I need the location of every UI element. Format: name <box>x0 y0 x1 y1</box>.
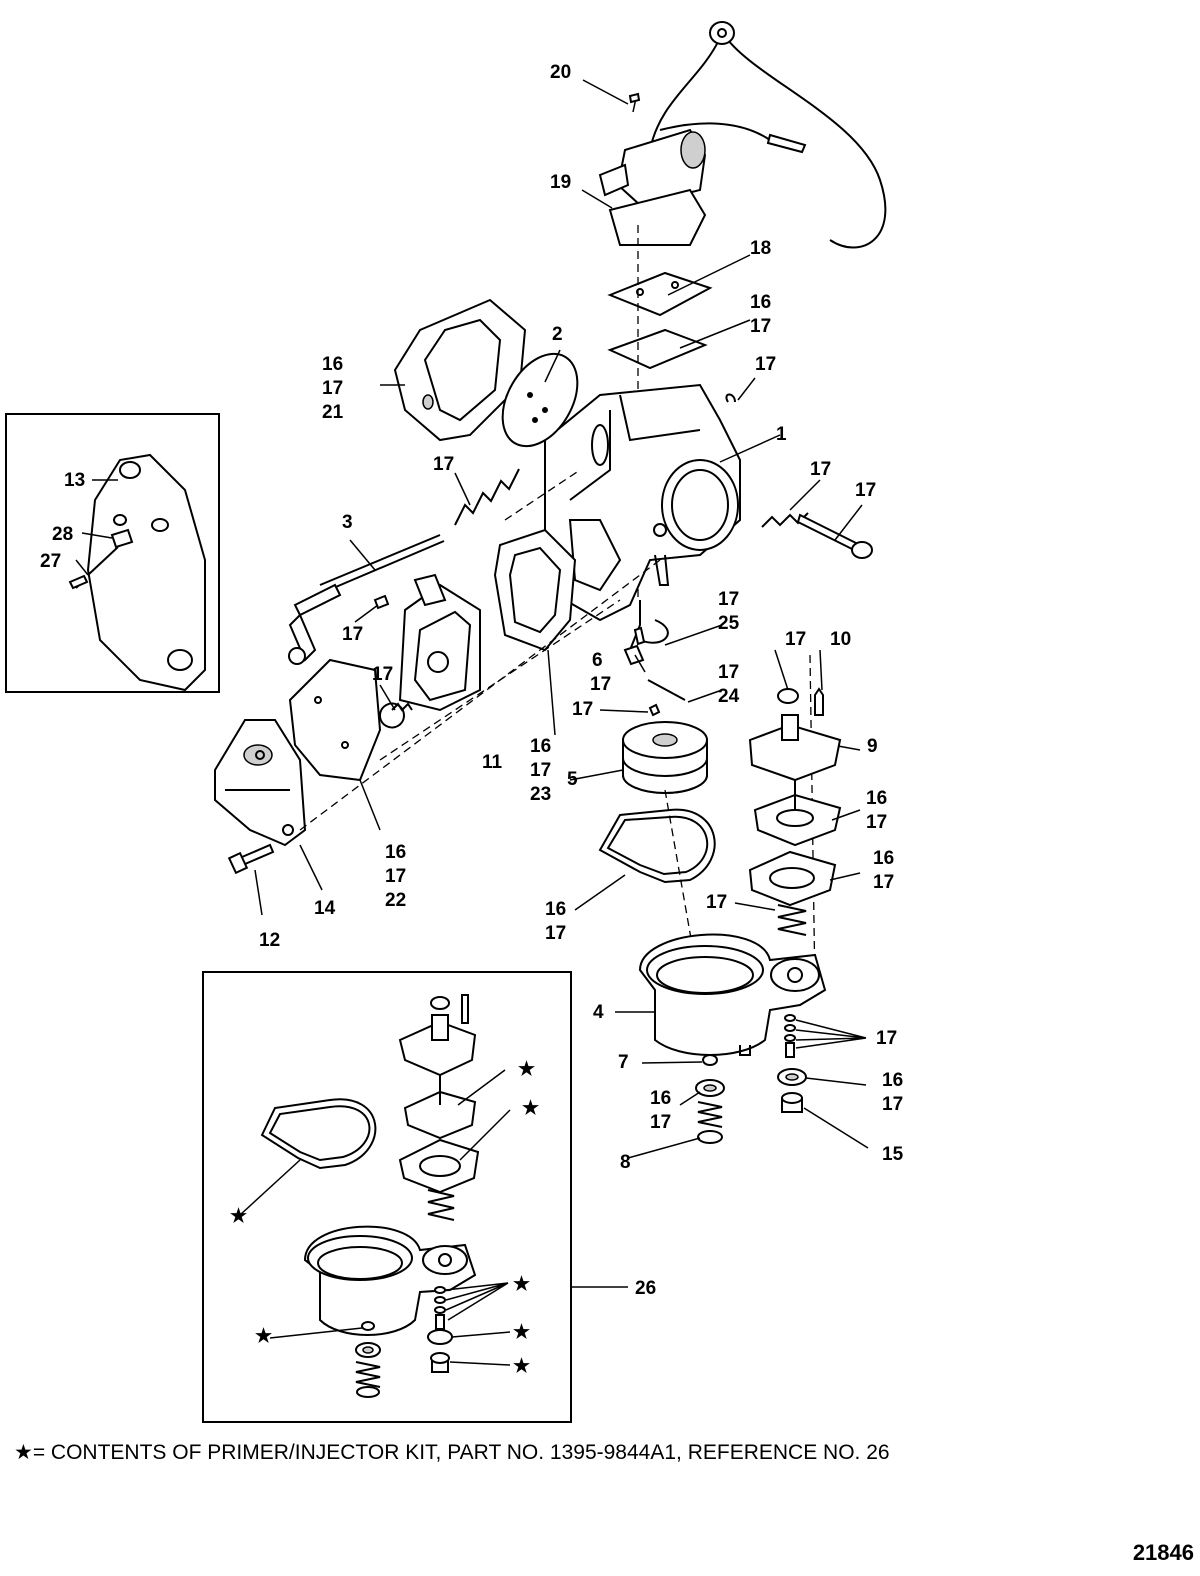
kit-contents-box <box>202 971 572 1423</box>
callout-16-23: 16 <box>530 736 551 757</box>
spring-upper <box>454 468 520 526</box>
primer-spring <box>777 904 807 936</box>
callout-19: 19 <box>550 172 571 193</box>
callout-7: 7 <box>618 1052 629 1073</box>
figure-number: 21846 <box>1132 1540 1194 1565</box>
callout-16-e: 16 <box>882 1070 903 1091</box>
callout-22: 22 <box>385 890 406 911</box>
float <box>622 721 708 794</box>
callout-17-c: 17 <box>873 872 894 893</box>
callout-9: 9 <box>867 736 878 757</box>
callout-16-21: 16 <box>322 354 343 375</box>
callout-18: 18 <box>750 238 771 259</box>
callout-2: 2 <box>552 324 563 345</box>
svg-text:★: ★ <box>230 1206 247 1227</box>
gasket-under-plate <box>607 328 708 370</box>
callout-17-a: 17 <box>750 316 771 337</box>
kit-star-markers: ★ ★ ★ ★ ★ ★ ★ <box>230 1059 539 1377</box>
callout-17-22: 17 <box>385 866 406 887</box>
callout-17-e: 17 <box>882 1094 903 1115</box>
callout-17-col-a: 17 <box>785 629 806 650</box>
callout-labels: 20 19 18 16 17 17 16 17 21 2 1 17 17 17 … <box>40 62 904 1299</box>
callout-12: 12 <box>259 930 280 951</box>
kit-footnote: ★= CONTENTS OF PRIMER/INJECTOR KIT, PART… <box>14 1440 890 1465</box>
callout-17-24: 17 <box>718 662 739 683</box>
callout-17-right-a: 17 <box>810 459 831 480</box>
callout-24: 24 <box>718 686 740 707</box>
callout-10: 10 <box>830 629 851 650</box>
callout-17-d: 17 <box>545 923 566 944</box>
gasket-22 <box>288 658 382 782</box>
svg-text:★: ★ <box>513 1356 530 1377</box>
carburetor-body <box>544 383 741 622</box>
footnote-text: = CONTENTS OF PRIMER/INJECTOR KIT, PART … <box>32 1441 890 1464</box>
leader-lines <box>75 79 869 1366</box>
fuel-pump-body <box>398 573 481 712</box>
callout-17-21: 17 <box>322 378 343 399</box>
callout-13: 13 <box>64 470 85 491</box>
throttle-shaft <box>288 534 445 665</box>
enrichener-solenoid <box>598 21 887 249</box>
callout-16-a: 16 <box>750 292 771 313</box>
inset-cover-drawing <box>68 453 206 692</box>
callout-6: 6 <box>592 650 603 671</box>
fuel-pump-cover <box>214 719 307 847</box>
inset-cover-detail-box <box>5 413 220 693</box>
callout-1: 1 <box>776 424 787 445</box>
kit-parts <box>260 994 480 1398</box>
callout-16-d: 16 <box>545 899 566 920</box>
float-bowl-gasket <box>598 808 716 884</box>
callout-15: 15 <box>882 1144 904 1165</box>
callout-17-f: 17 <box>650 1112 671 1133</box>
svg-text:★: ★ <box>522 1098 539 1119</box>
callout-17-6: 17 <box>590 674 611 695</box>
callout-5: 5 <box>567 769 578 790</box>
callout-16-22: 16 <box>385 842 406 863</box>
callout-23: 23 <box>530 784 551 805</box>
callout-11: 11 <box>482 752 503 773</box>
callout-17-pspring: 17 <box>706 892 727 913</box>
callout-17-check: 17 <box>372 664 393 685</box>
callout-17-23: 17 <box>530 760 551 781</box>
svg-text:★: ★ <box>518 1059 535 1080</box>
callout-16-f: 16 <box>650 1088 671 1109</box>
primer-diaphragm <box>753 780 842 847</box>
callout-16-c: 16 <box>873 848 894 869</box>
callout-3: 3 <box>342 512 353 533</box>
callout-17-right-b: 17 <box>855 480 876 501</box>
callout-17-top: 17 <box>755 354 776 375</box>
callout-4: 4 <box>593 1002 604 1023</box>
callout-16-b: 16 <box>866 788 887 809</box>
callout-25: 25 <box>718 613 740 634</box>
svg-text:★: ★ <box>255 1326 272 1347</box>
float-bowl <box>638 933 827 1056</box>
diaphragm-2 <box>501 352 579 448</box>
primer-gasket <box>748 850 837 907</box>
callout-17-b: 17 <box>866 812 887 833</box>
gasket-18 <box>607 271 713 317</box>
callout-28: 28 <box>52 524 73 545</box>
svg-text:★: ★ <box>513 1274 530 1295</box>
star-symbol: ★ <box>14 1441 33 1464</box>
callout-14: 14 <box>314 898 336 919</box>
callout-27: 27 <box>40 551 61 572</box>
callout-17-spring: 17 <box>433 454 454 475</box>
callout-8: 8 <box>620 1152 631 1173</box>
callout-17-25: 17 <box>718 589 739 610</box>
callout-17-bowl: 17 <box>876 1028 897 1049</box>
svg-text:★: ★ <box>513 1322 530 1343</box>
callout-20: 20 <box>550 62 571 83</box>
primer-cover-9 <box>748 714 842 782</box>
callout-26: 26 <box>635 1278 656 1299</box>
callout-17-left: 17 <box>572 699 593 720</box>
callout-17-shaft: 17 <box>342 624 363 645</box>
callout-21: 21 <box>322 402 344 423</box>
